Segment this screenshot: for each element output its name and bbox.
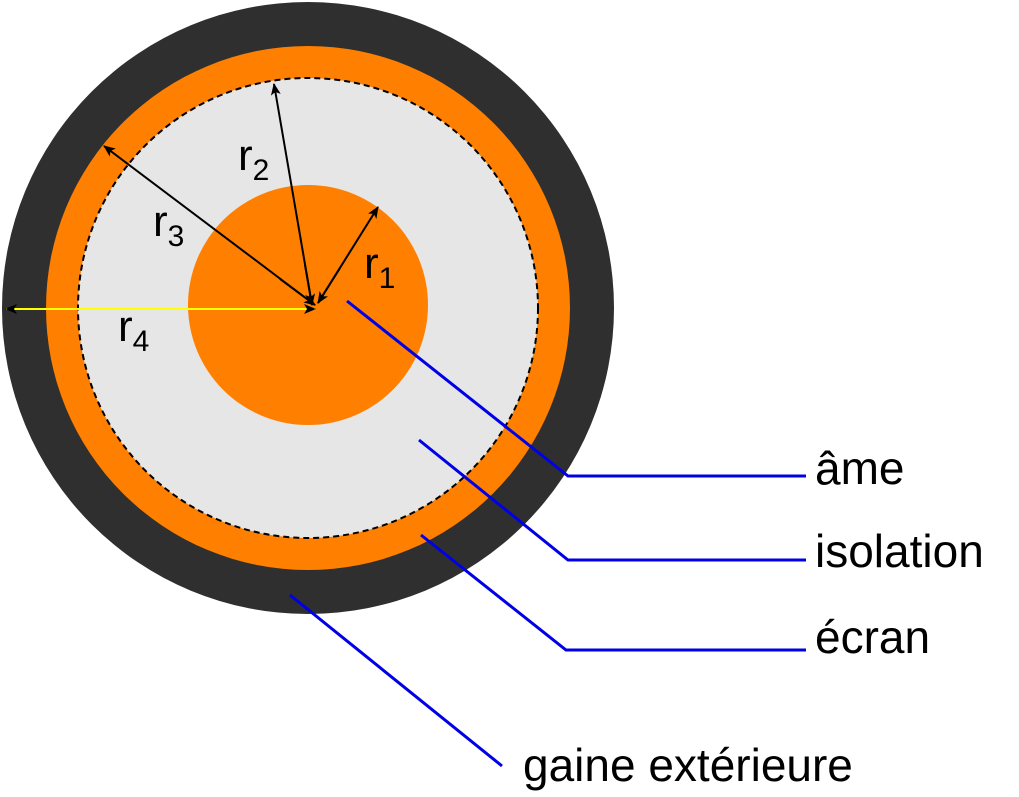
layer-label-outer-sheath: gaine extérieure: [523, 739, 853, 791]
leader-line-outer-sheath: [289, 593, 503, 768]
radius-r1-center-arrow: [317, 267, 341, 304]
layer-label-insulation: isolation: [815, 525, 984, 577]
leader-line-core: [346, 299, 806, 478]
radius-r2-center-arrow: [304, 264, 316, 306]
radius-r3-arrow: [103, 145, 316, 306]
layer-label-core: âme: [815, 442, 904, 494]
radius-label-r3: r3: [153, 197, 184, 253]
radius-label-r4: r4: [118, 302, 149, 358]
conductor-core: [188, 185, 428, 425]
layer-label-screen: écran: [815, 611, 930, 663]
leader-line-screen: [420, 533, 806, 652]
leader-line-insulation: [418, 438, 806, 562]
radius-label-r1: r1: [364, 239, 395, 295]
radius-label-r2: r2: [238, 131, 269, 187]
